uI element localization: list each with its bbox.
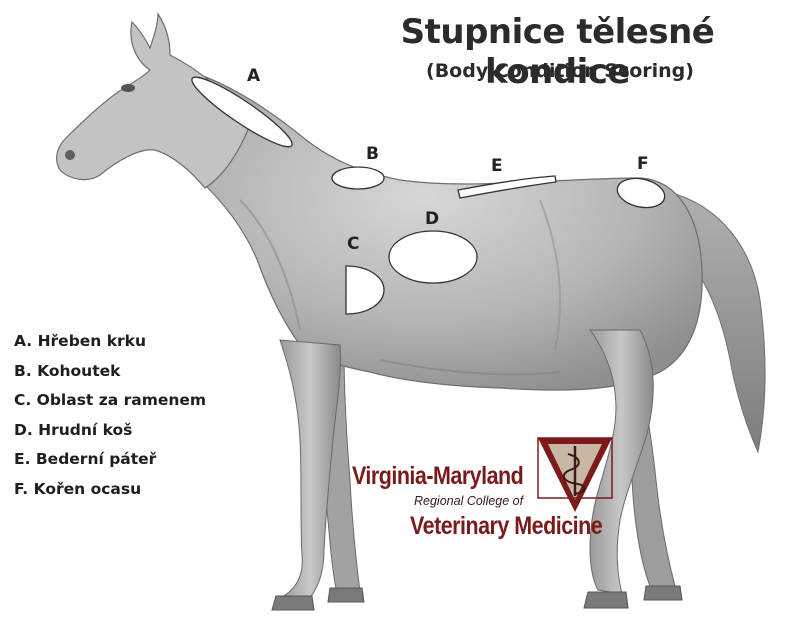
legend-item-d: D. Hrudní koš	[14, 419, 206, 449]
zone-label-d: D	[425, 209, 439, 229]
horse-eye	[121, 84, 135, 92]
logo-line-2: Regional College of	[414, 494, 523, 508]
zone-label-b: B	[366, 144, 379, 164]
logo-line-3: Veterinary Medicine	[410, 512, 602, 541]
logo-line-1: Virginia-Maryland	[352, 462, 523, 491]
zone-d-ribs	[389, 231, 477, 283]
near-front-hoof	[272, 596, 314, 610]
zone-label-f: F	[637, 154, 649, 174]
legend-item-b: B. Kohoutek	[14, 360, 206, 390]
legend-item-a: A. Hřeben krku	[14, 330, 206, 360]
horse-nostril	[65, 150, 75, 160]
page-subtitle: (Body Condition Scoring)	[380, 60, 740, 82]
zone-label-c: C	[347, 234, 359, 254]
legend-item-c: C. Oblast za ramenem	[14, 389, 206, 419]
legend-item-e: E. Bederní páteř	[14, 448, 206, 478]
zone-b-withers	[332, 167, 384, 189]
far-hind-hoof	[644, 586, 682, 600]
zone-label-a: A	[247, 66, 261, 86]
zone-legend: A. Hřeben krku B. Kohoutek C. Oblast za …	[14, 330, 206, 507]
legend-item-f: F. Kořen ocasu	[14, 478, 206, 508]
zone-label-e: E	[491, 156, 503, 176]
far-front-hoof	[328, 588, 364, 602]
near-hind-hoof	[584, 592, 628, 608]
